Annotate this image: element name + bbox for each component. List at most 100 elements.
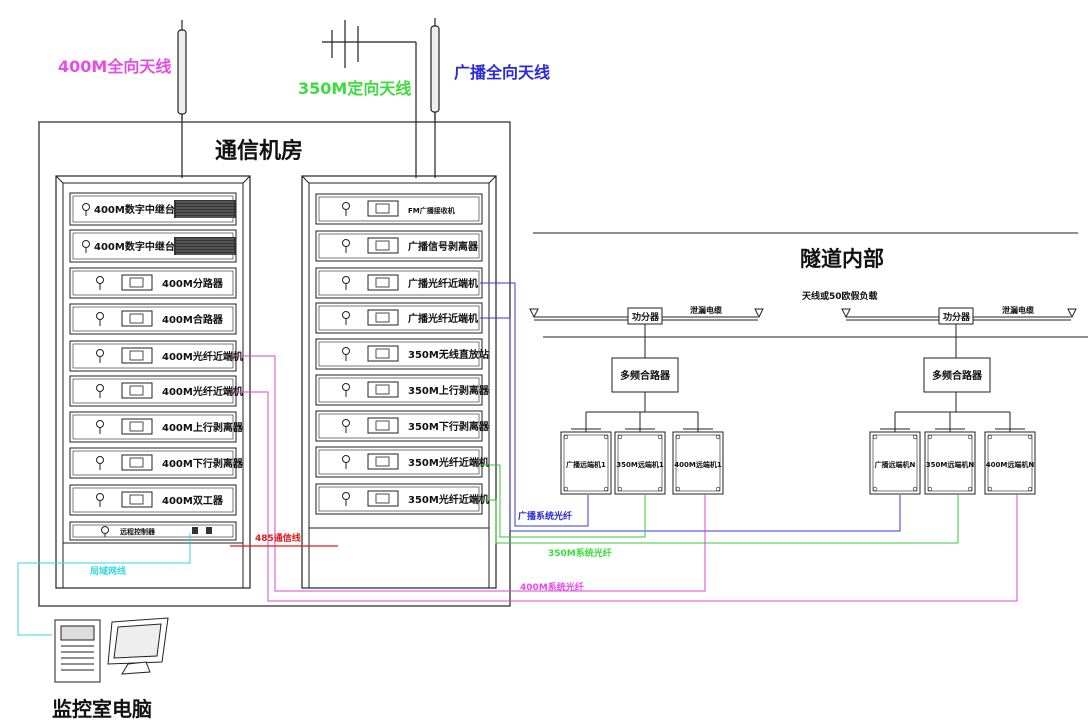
rack-unit-label: 400M分路器: [162, 277, 224, 290]
remote-unit: 广播远端机N: [869, 428, 921, 495]
combiner-1-label: 多频合路器: [620, 369, 671, 382]
right-rack-unit: 广播光纤近端机: [315, 302, 483, 334]
knob-icon: [342, 311, 350, 319]
knob-icon: [342, 419, 350, 427]
rack-unit-label: 400M下行剥离器: [162, 457, 244, 470]
antenna-400-omni: [177, 20, 187, 178]
knob-icon: [342, 492, 350, 500]
combiner-1: [611, 357, 679, 393]
knob-icon: [96, 276, 104, 284]
mini-display: [367, 490, 399, 507]
comm-485-label: 485通信线: [255, 532, 301, 544]
lan-line: [17, 533, 191, 636]
left-rack-unit: 400M合路器: [69, 303, 237, 335]
remote-unit-label: 400M远端机N: [986, 460, 1035, 469]
knob-icon: [96, 493, 104, 501]
antenna-350-label: 350M定向天线: [298, 79, 411, 98]
knob-icon: [342, 347, 350, 355]
port-icon: [192, 527, 198, 534]
antenna-broadcast-label: 广播全向天线: [454, 63, 550, 82]
mini-display: [367, 274, 399, 291]
mini-display: [367, 345, 399, 362]
knob-icon: [101, 526, 109, 534]
rack-unit-label: 400M双工器: [162, 495, 224, 507]
mini-display: [367, 200, 399, 217]
right-rack-unit: 350M下行剥离器: [315, 410, 490, 442]
port-icon: [206, 527, 212, 534]
knob-icon: [96, 349, 104, 357]
leaky-cable-segment-1: [529, 307, 764, 358]
remote-unit-label: 广播远端机1: [566, 460, 606, 469]
combiner-n: [923, 357, 991, 393]
remote-unit-label: 350M远端机N: [926, 460, 975, 469]
knob-icon: [96, 384, 104, 392]
left-rack-unit: 400M光纤近端机: [69, 375, 243, 407]
fiber-400-lines: [233, 355, 1018, 602]
rack-left: [55, 175, 251, 589]
right-rack-unit: 广播光纤近端机: [315, 267, 483, 299]
mini-display: [367, 237, 399, 254]
leaky-cable-segment-n: [841, 307, 1077, 358]
knob-icon: [96, 456, 104, 464]
rack-unit-label: 400M数字中继台: [94, 240, 175, 253]
left-rack-unit: 400M分路器: [69, 267, 237, 299]
fiber-broadcast-lines: [480, 282, 901, 532]
rack-unit-label: 广播光纤近端机: [408, 277, 478, 290]
combiner-1-links: [585, 392, 699, 432]
remote-unit: 400M远端机1: [672, 428, 724, 495]
knob-icon: [342, 276, 350, 284]
remote-unit-label: 广播远端机N: [875, 460, 916, 469]
display-panel: [174, 200, 236, 218]
mini-display: [367, 453, 399, 470]
left-rack-unit: 400M数字中继台: [69, 192, 237, 226]
splitter-n-label: 功分器: [943, 311, 971, 323]
mini-display: [121, 491, 153, 508]
left-rack-unit: 400M下行剥离器: [69, 447, 244, 479]
remote-unit-label: 350M远端机1: [616, 460, 664, 469]
tunnel-title: 隧道内部: [800, 247, 884, 271]
mini-display: [121, 274, 153, 291]
remote-unit: 广播远端机1: [560, 428, 612, 495]
knob-icon: [342, 455, 350, 463]
rack-unit-label: 400M上行剥离器: [162, 421, 244, 434]
rack-unit-label: 广播光纤近端机: [408, 312, 478, 325]
left-rack-unit: 远程控制器: [69, 521, 237, 541]
knob-icon: [82, 240, 90, 248]
left-rack-unit: 400M光纤近端机: [69, 340, 243, 372]
combiner-n-label: 多频合路器: [932, 369, 983, 382]
right-rack-unit: 350M光纤近端机: [315, 446, 489, 478]
knob-icon: [96, 420, 104, 428]
fiber-broadcast-label: 广播系统光纤: [518, 510, 572, 522]
rack-unit-label: 350M上行剥离器: [408, 384, 490, 397]
antenna-broadcast-omni: [430, 18, 440, 178]
leaky-cable-1-label: 泄漏电缆: [690, 305, 722, 315]
antenna-350-directional: [322, 20, 417, 178]
mini-display: [121, 310, 153, 327]
antenna-or-load-label: 天线或50欧假负载: [802, 290, 878, 302]
knob-icon: [342, 383, 350, 391]
mini-display: [121, 418, 153, 435]
rack-unit-label: 350M无线直放站: [408, 348, 489, 361]
mini-display: [121, 382, 153, 399]
mini-display: [367, 417, 399, 434]
left-rack-unit: 400M双工器: [69, 484, 237, 516]
left-rack-unit: 400M上行剥离器: [69, 411, 244, 443]
rack-unit-label: 350M光纤近端机: [408, 493, 489, 506]
fiber-350-lines: [480, 464, 959, 544]
right-rack-unit: FM广播接收机: [315, 193, 483, 225]
rack-unit-label: 广播信号剥离器: [408, 240, 479, 253]
rack-unit-label: 350M光纤近端机: [408, 456, 489, 469]
antenna-400-label: 400M全向天线: [58, 57, 171, 76]
right-rack-unit: 350M无线直放站: [315, 338, 489, 370]
mini-display: [367, 381, 399, 398]
mini-display: [121, 347, 153, 364]
knob-icon: [342, 202, 350, 210]
comm-room-title: 通信机房: [215, 138, 303, 164]
remote-unit: 350M远端机N: [924, 428, 976, 495]
remote-unit: 400M远端机N: [984, 428, 1036, 495]
monitor-title: 监控室电脑: [52, 697, 152, 721]
remote-unit: 350M远端机1: [614, 428, 666, 495]
remote-unit-label: 400M远端机1: [674, 460, 722, 469]
rack-unit-label: 400M光纤近端机: [162, 350, 243, 363]
